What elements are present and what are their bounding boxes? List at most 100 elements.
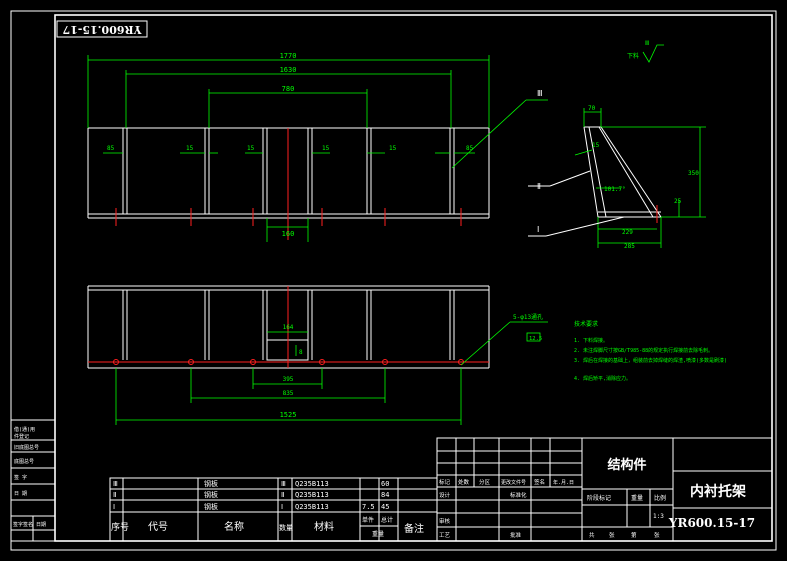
tb-label-date: 年.月.日: [553, 479, 574, 486]
bom-header-total: 总计: [381, 516, 393, 524]
strip-label-4: 底图总号: [14, 458, 34, 465]
tb-label-process: 工艺: [439, 532, 451, 539]
rotated-drawing-code: YR600.15-17: [63, 23, 143, 36]
bom-row1-no: Ⅲ: [113, 480, 118, 488]
tb-part-name: 内衬托架: [690, 483, 746, 500]
dim-angle: 101.7°: [604, 186, 626, 193]
bom-row2-material: Q235B113: [295, 491, 329, 499]
dim-15-b: 15: [247, 145, 255, 152]
bom-table: Ⅲ 钢板 Ⅲ Q235B113 60 Ⅱ 钢板 Ⅱ Q235B113 84 Ⅰ …: [109, 477, 438, 542]
top-view: [87, 55, 548, 242]
tech-item-1: 1. 下料焊接。: [574, 337, 608, 344]
bom-row1-qty: Ⅲ: [281, 480, 286, 488]
bom-header-code: 代号: [148, 521, 168, 533]
bom-header-weight: 重量: [372, 530, 384, 538]
tb-label-weight: 重量: [631, 494, 643, 502]
tb-label-count: 处数: [458, 478, 470, 486]
dim-1525: 1525: [280, 411, 297, 419]
dim-835: 835: [283, 390, 294, 397]
callout-section-2: Ⅰ: [537, 225, 539, 234]
tb-scale-value: 1:3: [653, 513, 664, 520]
bom-row2-w2: 84: [381, 491, 389, 499]
tb-label-stage: 阶段标记: [587, 494, 611, 502]
strip-label-8: 日期: [36, 522, 46, 528]
dim-middle: 780: [282, 85, 295, 93]
strip-label-7: 签字签名: [13, 521, 33, 528]
dim-inner: 1630: [280, 66, 297, 74]
strip-label-3: 旧底图总号: [14, 444, 39, 451]
tb-category: 结构件: [607, 457, 646, 473]
tech-item-3: 3. 焊后在焊接的基础上，组装前去掉焊缝的焊渣,喷漆(多数是刷漆): [574, 357, 727, 364]
tb-label-change-doc: 更改文件号: [501, 479, 526, 486]
tb-label-sheets-1: 张: [609, 531, 615, 539]
tb-label-review: 审核: [439, 517, 451, 525]
strip-label-6: 日 期: [14, 491, 27, 497]
bom-row3-no: Ⅰ: [113, 503, 115, 511]
bom-row1-w2: 60: [381, 480, 389, 488]
strip-label-2: 件登记: [14, 433, 29, 440]
tb-label-design: 设计: [439, 491, 451, 499]
bom-row3-w1: 7.5: [362, 503, 375, 511]
dim-395: 395: [283, 376, 294, 383]
bom-row3-w2: 45: [381, 503, 389, 511]
tb-label-scale: 比例: [654, 494, 666, 502]
tb-label-mark: 标记: [439, 478, 451, 486]
bom-row3-material: Q235B113: [295, 503, 329, 511]
bom-row3-qty: Ⅰ: [281, 503, 283, 511]
surface-note: 下料: [627, 52, 639, 60]
dim-15-d: 15: [389, 145, 397, 152]
tech-item-2: 2. 未注焊脚尺寸按GB/T985-88的规定执行焊接前去除毛刺。: [574, 347, 713, 354]
tb-label-sign: 签名: [534, 478, 545, 486]
tb-label-approve: 批准: [510, 531, 522, 539]
dim-tick-left: 85: [107, 145, 115, 152]
tb-label-sheet-no: 第: [631, 531, 637, 539]
inner-frame: [54, 14, 773, 542]
tb-drawing-no: YR600.15-17: [668, 516, 755, 530]
outer-border: [10, 10, 777, 551]
callout-section-1: Ⅱ: [537, 182, 541, 191]
dim-bottom-a: 229: [622, 229, 633, 236]
callout-top: Ⅲ: [537, 89, 543, 98]
strip-label-1: 借(通)用: [14, 426, 35, 433]
front-view: [87, 285, 548, 425]
rotated-code-group: YR600.15-17: [63, 23, 143, 36]
dim-15-c: 15: [322, 145, 330, 152]
tb-label-standard: 标准化: [510, 491, 527, 499]
bom-header-remark: 备注: [404, 522, 424, 535]
dim-bottom-b: 285: [624, 243, 635, 250]
bom-row1-material: Q235B113: [295, 480, 329, 488]
dim-164: 164: [283, 324, 294, 331]
hole-note: 5-φ13通孔: [513, 313, 543, 321]
tb-label-total: 共: [589, 531, 595, 539]
dim-8: 8: [299, 349, 303, 356]
bom-header-single: 单件: [362, 516, 374, 524]
bom-row2-no: Ⅱ: [113, 491, 116, 499]
dim-height-right: 350: [688, 170, 699, 177]
dim-angle-note: 15: [592, 142, 600, 149]
bom-row3-name: 钢板: [204, 502, 218, 511]
bom-header-material: 材料: [314, 520, 334, 533]
hole-box: 12.5: [529, 336, 542, 342]
code-box: [56, 20, 148, 38]
tech-title: 技术要求: [574, 320, 598, 328]
strip-label-5: 签 字: [14, 474, 27, 481]
bom-row2-qty: Ⅱ: [281, 491, 284, 499]
tb-label-sheets-2: 张: [654, 531, 660, 539]
dim-overall: 1770: [280, 52, 297, 60]
bom-header-name: 名称: [224, 520, 244, 533]
dim-15-a: 15: [186, 145, 194, 152]
tech-requirements: 技术要求 1. 下料焊接。 2. 未注焊脚尺寸按GB/T985-88的规定执行焊…: [574, 320, 727, 382]
tb-label-zone: 分区: [479, 478, 491, 486]
bom-header-qty: 数量: [279, 523, 293, 532]
top-view-dimensions: 1770 1630 780 160 85 85 15 15 15 15 Ⅲ: [107, 52, 543, 238]
title-block: 标记 处数 分区 更改文件号 签名 年.月.日 设计 标准化 阶段标记 重量 比…: [436, 437, 773, 542]
left-strip: 借(通)用 件登记 旧底图总号 底图总号 签 字 日 期 签字签名 日期: [10, 419, 56, 542]
dim-tick-right: 85: [466, 145, 474, 152]
surface-mark: Ⅲ: [645, 40, 649, 47]
bom-header-no: 序号: [111, 521, 129, 533]
tech-item-4: 4. 焊后矫平,消除应力。: [574, 375, 631, 382]
dim-top: 70: [588, 105, 596, 112]
bom-row2-name: 钢板: [204, 490, 218, 499]
